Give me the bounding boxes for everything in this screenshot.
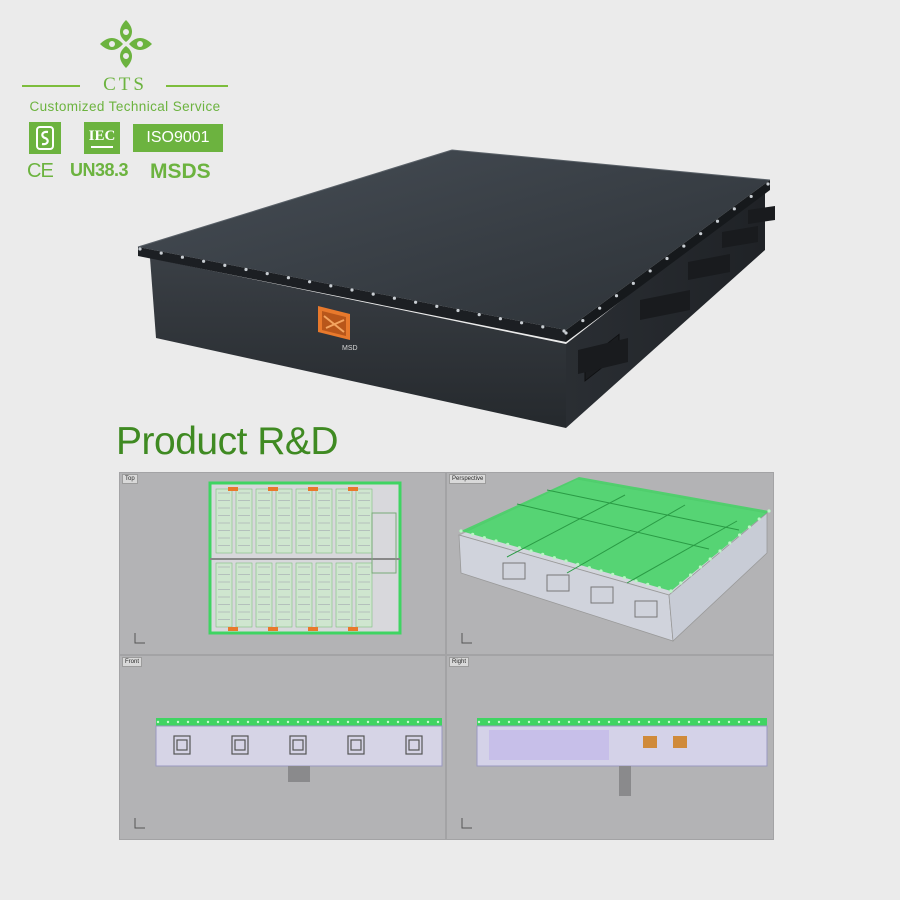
viewport-right[interactable]: Right: [446, 655, 774, 840]
msds-label: MSDS: [150, 160, 211, 183]
msd-connector-icon: [318, 306, 350, 340]
msd-label: MSD: [342, 345, 358, 352]
axis-icon: [461, 633, 472, 644]
top-view-drawing: [208, 481, 402, 635]
viewport-label-right[interactable]: Right: [449, 657, 470, 667]
right-view-drawing: [476, 718, 768, 796]
viewport-label-front[interactable]: Front: [122, 657, 143, 667]
viewport-front[interactable]: Front: [119, 655, 446, 840]
brand-name: CTS: [103, 74, 147, 95]
viewport-top[interactable]: Top: [119, 472, 446, 655]
section-heading: Product R&D: [116, 420, 339, 463]
ul-cert-icon: [29, 122, 61, 154]
perspective-view-drawing: [457, 477, 771, 642]
viewport-perspective[interactable]: Perspective: [446, 472, 774, 655]
brand-bar: CTS: [0, 74, 250, 95]
iso-badge: ISO9001: [133, 124, 223, 152]
axis-icon: [134, 818, 145, 829]
iec-label: IEC: [88, 128, 116, 144]
iec-badge: IEC: [84, 122, 120, 154]
battery-pack-image: MSD: [137, 149, 775, 428]
iso-label: ISO9001: [146, 129, 210, 146]
front-view-drawing: [155, 718, 443, 782]
brand-tagline: Customized Technical Service: [29, 99, 221, 114]
ce-mark: CE: [27, 160, 54, 182]
cts-logo-icon: [100, 20, 152, 68]
viewport-label-perspective[interactable]: Perspective: [449, 474, 487, 484]
un-cert-label: UN38.3: [70, 160, 129, 180]
viewport-label-top[interactable]: Top: [122, 474, 138, 484]
axis-icon: [461, 818, 472, 829]
axis-icon: [134, 633, 145, 644]
